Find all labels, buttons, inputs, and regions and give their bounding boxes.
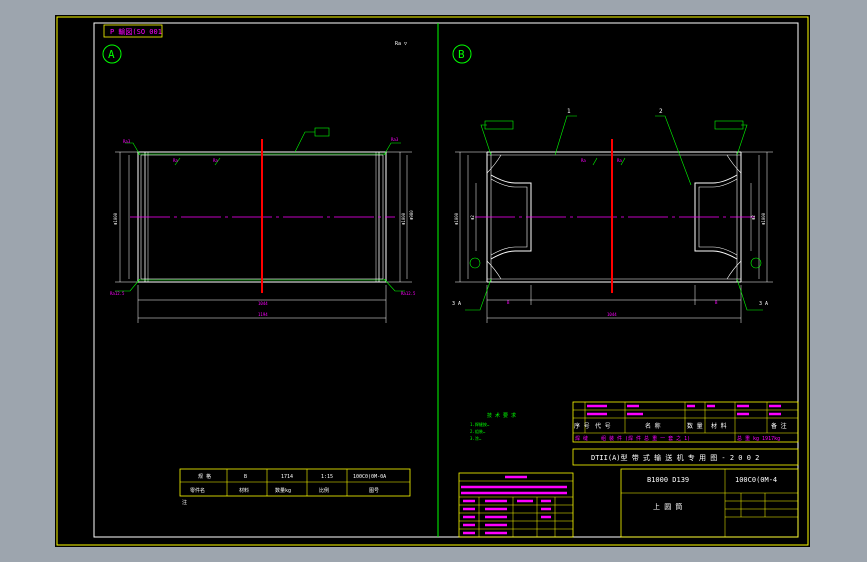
view-a-label: A — [108, 48, 115, 61]
code-box-text: P 輸図(SO 001 — [110, 27, 162, 36]
small-table-r2c1: 零件名 — [190, 487, 205, 494]
small-parts-table: 规 格 B 1714 1:15 100C0(0M-0A 零件名 材料 数量kg … — [179, 468, 411, 506]
view-b-label: B — [458, 48, 465, 61]
view-b-dimensions — [455, 151, 773, 323]
tb-weight-2: 组 装 件 (焊 件 总 重 一 套 之 1) — [601, 435, 690, 442]
view-b-vertical-dims: Φ1000 Φ2 Φ1000 Φ2 — [454, 212, 766, 225]
small-table-r2c2: 材料 — [239, 487, 249, 494]
part-label-2: 2 — [659, 108, 663, 115]
small-table-r2c3: 数量kg — [275, 487, 291, 494]
svg-text:Ra12.5: Ra12.5 — [110, 291, 125, 296]
svg-text:Φ980: Φ980 — [409, 210, 414, 220]
notes-line-2: 2.组装… — [470, 428, 486, 434]
view-b-leaders — [465, 115, 763, 311]
tb-label-remark: 备 注 — [771, 422, 787, 430]
view-a-dim-text: 1044 1194 Ra3 Ra3 Ra12.5 Ra12.5 Ra Ra — [110, 137, 416, 317]
technical-notes: 技 术 要 求 1.焊缝按… 2.组装… 3.涂… — [470, 412, 516, 441]
title-block: 序 号 代 号 名 称 数 量 材 料 备 注 焊 缝 组 装 件 (焊 件 总… — [572, 401, 799, 538]
svg-text:Ra3: Ra3 — [123, 139, 131, 144]
svg-text:1044: 1044 — [258, 301, 268, 306]
tb-label-qty: 数 量 — [687, 422, 703, 430]
drawing-sheet: P 輸図(SO 001 A B — [55, 15, 810, 547]
svg-text:Ra3: Ra3 — [391, 137, 399, 142]
small-table-corner: 注 — [182, 499, 187, 506]
detail-bubble-right — [750, 257, 762, 269]
tb-label-name: 名 称 — [645, 422, 661, 430]
svg-text:Ra: Ra — [213, 158, 218, 163]
svg-text:Φ1000: Φ1000 — [401, 212, 406, 225]
view-b-tol-box-right — [714, 120, 744, 130]
svg-text:1194: 1194 — [258, 312, 268, 317]
tb-label-code: 代 号 — [595, 422, 611, 430]
part-label-1: 1 — [567, 108, 571, 115]
svg-text:1044: 1044 — [607, 312, 617, 317]
svg-text:B: B — [715, 300, 718, 305]
small-table-r1c3: 1714 — [281, 474, 293, 480]
view-a-circle — [102, 44, 122, 64]
view-b-circle — [452, 44, 472, 64]
small-table-r1c2: B — [244, 474, 247, 480]
tb-weight-1: 焊 缝 — [575, 435, 588, 442]
tb-series: DTII(A)型 带 式 输 送 机 专 用 图 - 2 0 0 2 — [591, 453, 759, 462]
small-table-r2c4: 比例 — [319, 487, 329, 494]
svg-text:Φ2: Φ2 — [751, 215, 756, 220]
tb-part-name: 上 圆 筒 — [653, 502, 682, 511]
code-box — [103, 24, 163, 38]
notes-line-3: 3.涂… — [470, 435, 482, 441]
tb-label-material: 材 料 — [711, 422, 727, 430]
cad-drawing: P 輸図(SO 001 A B — [56, 16, 809, 546]
tb-label-no: 序 号 — [574, 422, 590, 430]
outer-border — [56, 16, 809, 546]
svg-text:Φ2: Φ2 — [470, 215, 475, 220]
view-b-dim-text: 1044 B B Ra Ra — [507, 158, 718, 317]
svg-text:Ra12.5: Ra12.5 — [401, 291, 416, 296]
view-a-roughness-note: Ra ▽ — [395, 41, 407, 47]
view-a-weld-symbol-box — [314, 127, 330, 137]
inner-border — [93, 22, 799, 538]
small-table-r1c4: 1:15 — [321, 474, 333, 480]
svg-text:Φ1000: Φ1000 — [113, 212, 118, 225]
view-a-leaders — [115, 131, 405, 292]
svg-text:B: B — [507, 300, 510, 305]
small-table-r1c1: 规 格 — [198, 473, 211, 480]
svg-text:Ra: Ra — [617, 158, 622, 163]
view-b-tol-box-left — [484, 120, 514, 130]
notes-line-1: 1.焊缝按… — [470, 421, 490, 427]
small-table-r1c5: 100C0(0M-0A — [353, 474, 386, 480]
notes-title: 技 术 要 求 — [487, 412, 516, 419]
section-mark-right: 3 A — [759, 301, 768, 307]
tb-spec: B1000 D139 — [647, 476, 689, 484]
svg-text:Ra: Ra — [173, 158, 178, 163]
view-b-shell — [486, 151, 742, 283]
detail-bubble-left — [469, 257, 481, 269]
svg-text:Φ1000: Φ1000 — [761, 212, 766, 225]
view-a-vertical-dims: Φ1000 Φ1000 Φ980 — [113, 210, 414, 225]
section-mark-left: 3 A — [452, 301, 461, 307]
revision-block — [458, 472, 574, 538]
tb-drawing-no: 100C0(0M-4 — [735, 476, 777, 484]
svg-text:Φ1000: Φ1000 — [454, 212, 459, 225]
view-a-dimensions — [115, 151, 412, 323]
tb-weight-3: 总 重 kg 1917kg — [737, 435, 780, 442]
svg-text:Ra: Ra — [581, 158, 586, 163]
small-table-r2c5: 图号 — [369, 488, 379, 494]
